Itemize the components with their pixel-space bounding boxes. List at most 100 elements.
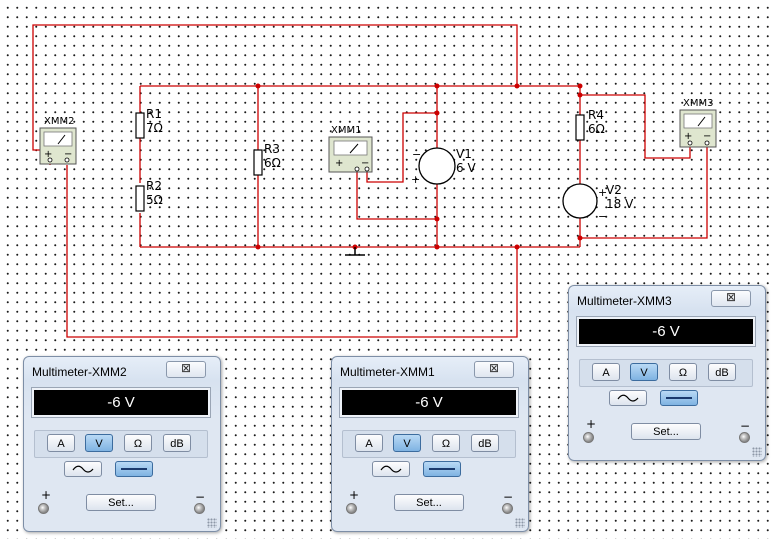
- svg-text:+: +: [44, 149, 52, 160]
- dc-mode-button[interactable]: [660, 390, 698, 406]
- title-bar[interactable]: Multimeter-XMM3 ⊠: [569, 286, 765, 312]
- r3-value: 6Ω: [264, 156, 281, 170]
- close-icon: ⊠: [180, 361, 192, 375]
- window-title: Multimeter-XMM3: [577, 294, 672, 308]
- decibel-mode-button[interactable]: dB: [708, 363, 736, 381]
- r4-value: 6Ω: [588, 122, 605, 136]
- resize-grip[interactable]: [515, 518, 525, 528]
- resistor-r1[interactable]: R1 7Ω: [135, 107, 163, 139]
- r1-name: R1: [146, 107, 162, 121]
- set-button[interactable]: Set...: [631, 423, 701, 440]
- dc-mode-button[interactable]: [423, 461, 461, 477]
- ammeter-mode-button[interactable]: A: [47, 434, 75, 452]
- resize-grip[interactable]: [207, 518, 217, 528]
- signal-type-selector: [372, 461, 464, 479]
- ohmmeter-mode-button[interactable]: Ω: [124, 434, 152, 452]
- xmm3-label: XMM3: [683, 98, 713, 109]
- sine-wave-icon: [72, 465, 94, 473]
- dc-mode-button[interactable]: [115, 461, 153, 477]
- resistor-r2[interactable]: R2 5Ω: [135, 179, 163, 212]
- voltmeter-mode-button[interactable]: V: [630, 363, 658, 381]
- negative-terminal[interactable]: [739, 432, 750, 443]
- svg-text:+: +: [335, 158, 343, 169]
- v1-value: 6 V: [456, 161, 476, 175]
- close-button[interactable]: ⊠: [474, 361, 514, 378]
- signal-type-selector: [609, 390, 701, 408]
- resistor-r3[interactable]: R3 6Ω: [253, 142, 281, 176]
- minus-sign: −: [740, 419, 751, 433]
- mode-selector: A V Ω dB: [34, 430, 208, 458]
- positive-terminal[interactable]: [346, 503, 357, 514]
- set-button[interactable]: Set...: [86, 494, 156, 511]
- resistor-r4[interactable]: R4 6Ω: [575, 108, 605, 141]
- window-title: Multimeter-XMM2: [32, 365, 127, 379]
- voltmeter-mode-button[interactable]: V: [393, 434, 421, 452]
- r2-value: 5Ω: [146, 193, 163, 207]
- negative-terminal[interactable]: [502, 503, 513, 514]
- multimeter-xmm2-window[interactable]: Multimeter-XMM2 ⊠ -6 V A V Ω dB + − Set.…: [23, 356, 221, 532]
- dc-line-icon: [429, 468, 455, 470]
- ohmmeter-mode-button[interactable]: Ω: [669, 363, 697, 381]
- multimeter-xmm3-icon[interactable]: XMM3 +−: [679, 98, 717, 148]
- sine-wave-icon: [380, 465, 402, 473]
- xmm1-label: XMM1: [331, 125, 361, 136]
- ammeter-mode-button[interactable]: A: [355, 434, 383, 452]
- multimeter-xmm1-window[interactable]: Multimeter-XMM1 ⊠ -6 V A V Ω dB + − Set.…: [331, 356, 529, 532]
- multimeter-xmm2-icon[interactable]: XMM2 + −: [39, 116, 77, 165]
- v1-name: V1: [456, 147, 472, 161]
- v2-value: 18 V: [606, 197, 634, 211]
- voltmeter-mode-button[interactable]: V: [85, 434, 113, 452]
- r1-value: 7Ω: [146, 121, 163, 135]
- svg-text:−: −: [64, 149, 72, 160]
- r3-name: R3: [264, 142, 280, 156]
- voltage-source-v1[interactable]: − + V1 6 V: [411, 147, 476, 186]
- ammeter-mode-button[interactable]: A: [592, 363, 620, 381]
- minus-sign: −: [503, 490, 514, 504]
- svg-text:−: −: [703, 131, 711, 142]
- v1-plus-sign: +: [411, 173, 420, 186]
- svg-text:−: −: [361, 158, 369, 169]
- decibel-mode-button[interactable]: dB: [163, 434, 191, 452]
- reading-display: -6 V: [576, 316, 756, 347]
- multimeter-xmm1-icon[interactable]: XMM1 + −: [328, 125, 373, 173]
- reading-value: -6 V: [652, 323, 680, 340]
- decibel-mode-button[interactable]: dB: [471, 434, 499, 452]
- v2-plus-sign: +: [598, 186, 607, 199]
- ac-mode-button[interactable]: [372, 461, 410, 477]
- svg-text:+: +: [684, 131, 692, 142]
- window-title: Multimeter-XMM1: [340, 365, 435, 379]
- plus-sign: +: [349, 488, 360, 502]
- r2-name: R2: [146, 179, 162, 193]
- resize-grip[interactable]: [752, 447, 762, 457]
- reading-display: -6 V: [31, 387, 211, 418]
- close-button[interactable]: ⊠: [166, 361, 206, 378]
- v1-minus-sign: −: [412, 148, 421, 161]
- close-icon: ⊠: [725, 290, 737, 304]
- positive-terminal[interactable]: [38, 503, 49, 514]
- wires[interactable]: [32, 24, 708, 338]
- minus-sign: −: [195, 490, 206, 504]
- negative-terminal[interactable]: [194, 503, 205, 514]
- close-button[interactable]: ⊠: [711, 290, 751, 307]
- ground-symbol[interactable]: [345, 247, 365, 256]
- reading-value: -6 V: [107, 394, 135, 411]
- voltage-source-v2[interactable]: + − V2 18 V: [562, 183, 634, 223]
- set-button[interactable]: Set...: [394, 494, 464, 511]
- xmm2-label: XMM2: [44, 116, 74, 127]
- positive-terminal[interactable]: [583, 432, 594, 443]
- multimeter-xmm3-window[interactable]: Multimeter-XMM3 ⊠ -6 V A V Ω dB + − Set.…: [568, 285, 766, 461]
- ac-mode-button[interactable]: [64, 461, 102, 477]
- title-bar[interactable]: Multimeter-XMM2 ⊠: [24, 357, 220, 383]
- close-icon: ⊠: [488, 361, 500, 375]
- plus-sign: +: [41, 488, 52, 502]
- v2-name: V2: [606, 183, 622, 197]
- r4-name: R4: [588, 108, 604, 122]
- mode-selector: A V Ω dB: [579, 359, 753, 387]
- title-bar[interactable]: Multimeter-XMM1 ⊠: [332, 357, 528, 383]
- v2-minus-sign: −: [598, 210, 607, 223]
- plus-sign: +: [586, 417, 597, 431]
- dc-line-icon: [666, 397, 692, 399]
- ohmmeter-mode-button[interactable]: Ω: [432, 434, 460, 452]
- ac-mode-button[interactable]: [609, 390, 647, 406]
